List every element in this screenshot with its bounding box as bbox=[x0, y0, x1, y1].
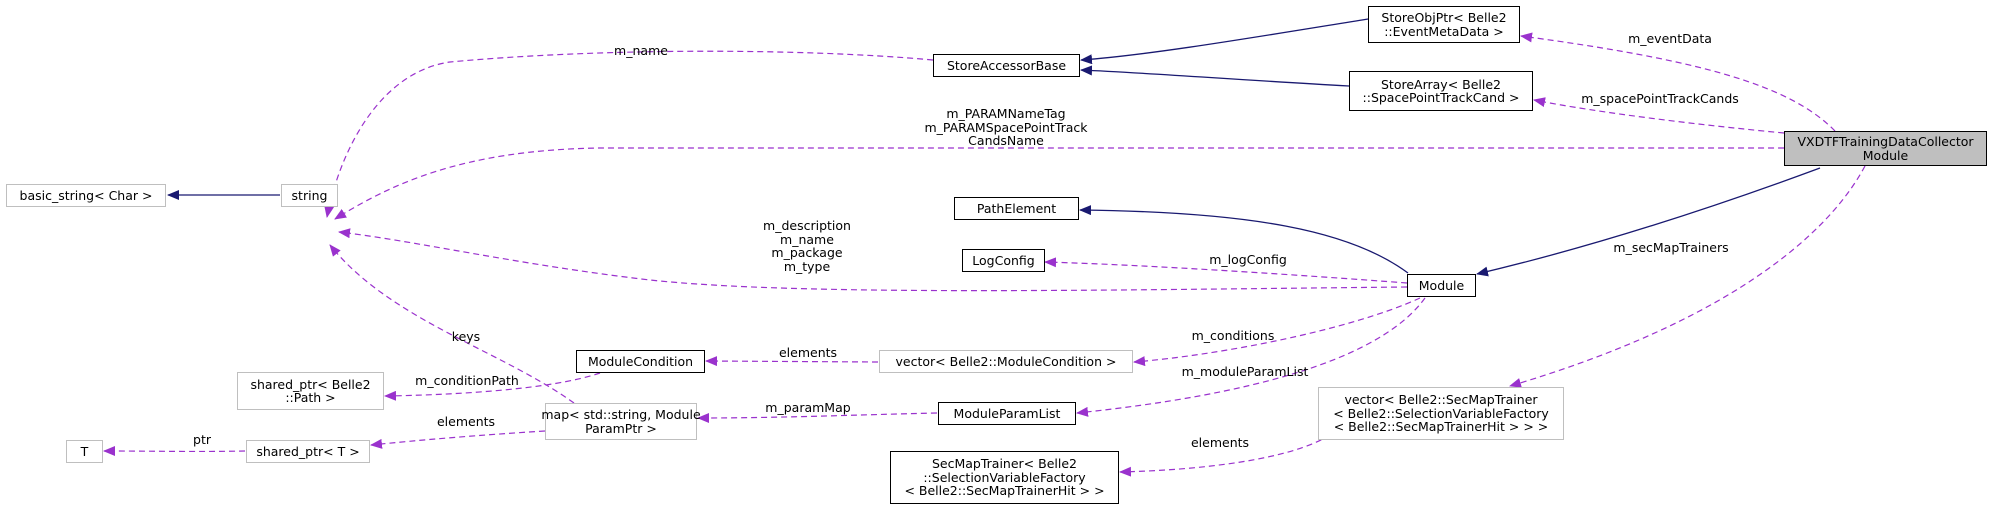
edge-map-keys bbox=[329, 244, 575, 404]
node-vector-modulecondition[interactable]: vector< Belle2::ModuleCondition > bbox=[879, 350, 1133, 373]
node-modulecondition[interactable]: ModuleCondition bbox=[576, 350, 705, 373]
edge-label-m-param-names: m_PARAMNameTag m_PARAMSpacePointTrack Ca… bbox=[924, 106, 1088, 148]
node-vxdtf-training-data-collector-module[interactable]: VXDTFTrainingDataCollector Module bbox=[1784, 131, 1987, 166]
edge-label-elements-condition: elements bbox=[778, 345, 838, 360]
node-vector-secmaptrainer[interactable]: vector< Belle2::SecMapTrainer < Belle2::… bbox=[1318, 387, 1564, 440]
node-shared-ptr-path[interactable]: shared_ptr< Belle2 ::Path > bbox=[237, 372, 384, 410]
edge-label-m-conditionPath: m_conditionPath bbox=[415, 373, 519, 388]
node-map-string-moduleparamptr[interactable]: map< std::string, Module ParamPtr > bbox=[541, 403, 701, 440]
edge-module-to-pathelement bbox=[1079, 205, 1409, 274]
node-storeobjptr-eventmetadata[interactable]: StoreObjPtr< Belle2 ::EventMetaData > bbox=[1368, 6, 1520, 43]
usage-edges bbox=[103, 32, 1866, 477]
edge-module-m-logConfig bbox=[1044, 257, 1408, 284]
node-moduleparamlist[interactable]: ModuleParamList bbox=[938, 402, 1076, 425]
edge-label-elements-shared: elements bbox=[436, 414, 496, 429]
edge-label-m-conditions: m_conditions bbox=[1191, 328, 1275, 343]
edge-label-keys: keys bbox=[451, 329, 481, 344]
edge-label-module-strings: m_description m_name m_package m_type bbox=[763, 218, 851, 274]
edge-label-m-logConfig: m_logConfig bbox=[1209, 252, 1287, 267]
inheritance-edges bbox=[167, 18, 1821, 277]
node-string[interactable]: string bbox=[281, 184, 338, 207]
edge-storeobjptr-to-storeaccessorbase bbox=[1080, 18, 1369, 65]
edge-label-m-moduleParamList: m_moduleParamList bbox=[1181, 364, 1309, 379]
edge-label-elements-trainer: elements bbox=[1190, 435, 1250, 450]
edge-focus-m-spacePointTrackCands bbox=[1533, 97, 1785, 134]
edge-label-m-secMapTrainers: m_secMapTrainers bbox=[1613, 240, 1729, 255]
edge-focus-m-secMapTrainers bbox=[1509, 165, 1866, 388]
edge-storeaccessorbase-m-name bbox=[324, 50, 934, 218]
node-logconfig[interactable]: LogConfig bbox=[962, 249, 1045, 272]
node-pathelement[interactable]: PathElement bbox=[954, 197, 1079, 220]
edge-modulecondition-m-conditionPath bbox=[384, 372, 601, 401]
edge-vector-condition-elements bbox=[705, 356, 879, 367]
edge-module-m-moduleParamList bbox=[1076, 297, 1426, 417]
node-module[interactable]: Module bbox=[1407, 274, 1476, 297]
edge-label-ptr: ptr bbox=[193, 432, 211, 447]
node-storearray-spacepointtrackcand[interactable]: StoreArray< Belle2 ::SpacePointTrackCand… bbox=[1349, 71, 1533, 111]
edge-storearray-to-storeaccessorbase bbox=[1080, 65, 1350, 87]
edge-moduleparamlist-m-paramMap bbox=[697, 412, 938, 423]
node-storeaccessorbase[interactable]: StoreAccessorBase bbox=[933, 54, 1080, 77]
edge-map-elements bbox=[370, 430, 546, 449]
edge-module-m-conditions bbox=[1133, 297, 1421, 367]
edge-label-m-eventData: m_eventData bbox=[1628, 31, 1712, 46]
node-t[interactable]: T bbox=[66, 440, 103, 463]
node-basic-string[interactable]: basic_string< Char > bbox=[6, 184, 166, 207]
edge-label-m-spacePointTrackCands: m_spacePointTrackCands bbox=[1581, 91, 1739, 106]
node-shared-ptr-t[interactable]: shared_ptr< T > bbox=[246, 440, 370, 463]
edge-label-m-name: m_name bbox=[614, 43, 668, 58]
edge-focus-m-eventData bbox=[1520, 32, 1836, 132]
edge-vector-trainer-elements bbox=[1119, 434, 1331, 477]
edge-focus-to-module bbox=[1476, 167, 1821, 277]
edge-module-strings bbox=[338, 228, 1408, 292]
edge-label-m-paramMap: m_paramMap bbox=[765, 400, 851, 415]
edge-focus-m-param-names bbox=[334, 147, 1784, 220]
node-secmaptrainer[interactable]: SecMapTrainer< Belle2 ::SelectionVariabl… bbox=[890, 451, 1119, 504]
